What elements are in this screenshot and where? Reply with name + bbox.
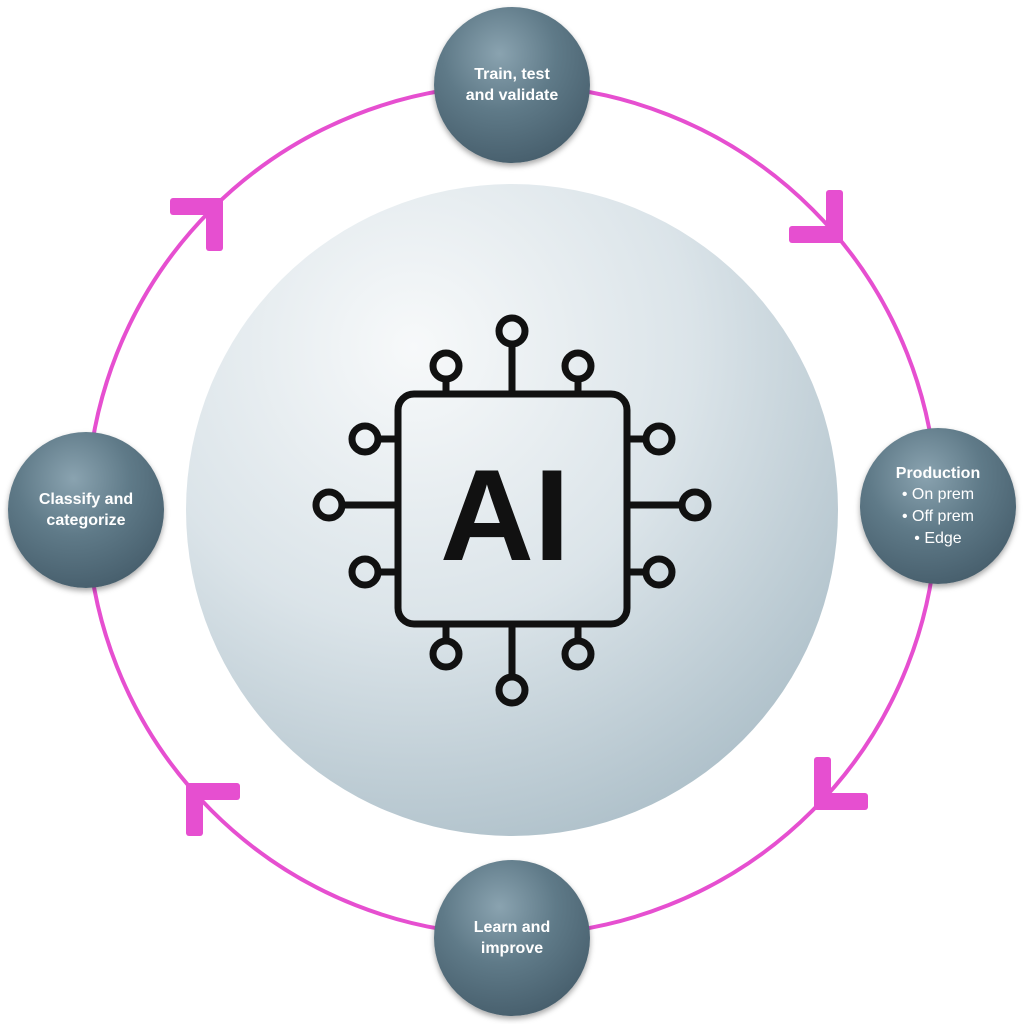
node-label: Production (895, 464, 981, 482)
bullet-on-prem: • On prem (901, 485, 975, 503)
arrow-up-left-icon (186, 783, 240, 836)
center-sphere (186, 184, 838, 836)
arrow-up-right-icon (170, 198, 223, 251)
node-production: Production • On prem • Off prem • Edge (860, 428, 1016, 584)
arrow-down-left-icon (814, 757, 868, 810)
node-label: Train, test and validate (465, 66, 559, 104)
bullet-edge: • Edge (914, 529, 962, 547)
node-learn-improve: Learn and improve (434, 860, 590, 1016)
node-label: Classify and categorize (38, 491, 134, 529)
arrow-icons (170, 190, 868, 836)
node-classify-categorize: Classify and categorize (8, 432, 164, 588)
arrow-down-right-icon (789, 190, 843, 243)
ai-label: AI (440, 442, 570, 588)
ai-chip-icon (312, 314, 712, 707)
node-label: Learn and improve (473, 919, 551, 957)
node-train-test-validate: Train, test and validate (434, 7, 590, 163)
bullet-off-prem: • Off prem (902, 507, 974, 525)
